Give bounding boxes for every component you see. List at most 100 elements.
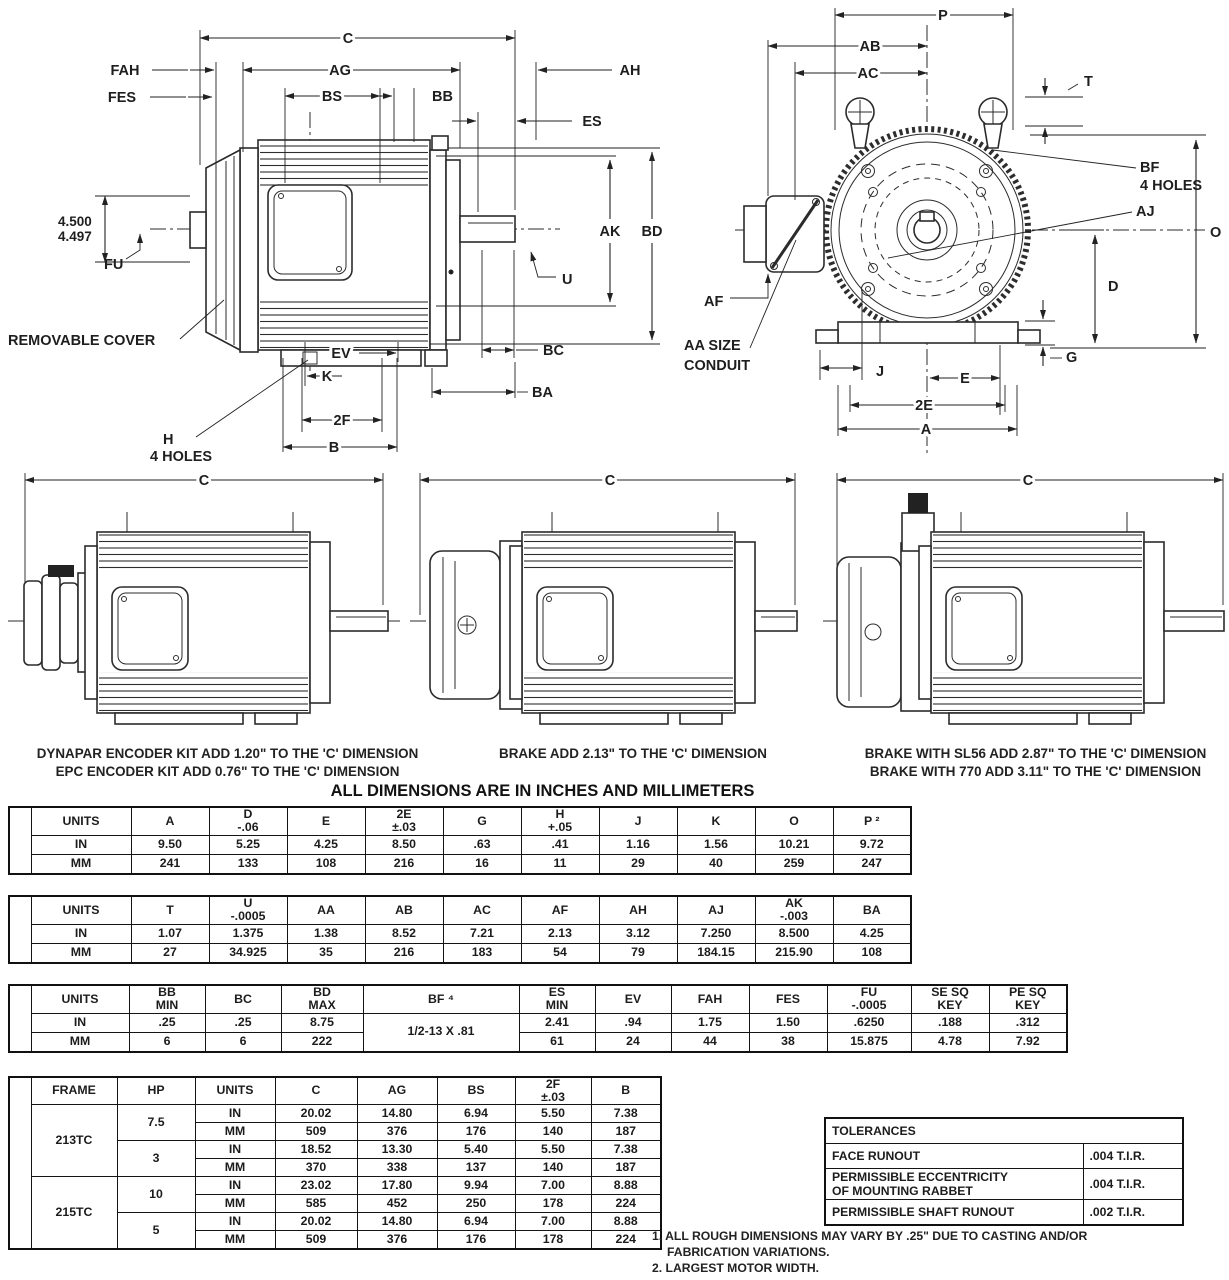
variant-brake-drawing: C	[410, 470, 798, 725]
table-header-cell: UNITS	[30, 895, 132, 925]
variant-brake-sl-drawing: C	[823, 470, 1227, 725]
table-header-cell: BA	[832, 895, 912, 925]
table-cell: 224	[590, 1193, 662, 1213]
table-cell: 23.02	[274, 1175, 358, 1195]
table-cell: 6	[204, 1031, 282, 1053]
dim-label-ag: AG	[329, 63, 351, 79]
front-view-dimensions	[730, 8, 1206, 436]
table-header-cell: AJ	[676, 895, 756, 925]
table-cell: 6.94	[436, 1103, 516, 1123]
table-cell: PERMISSIBLE ECCENTRICITY OF MOUNTING RAB…	[824, 1167, 1084, 1201]
table-cell: 376	[356, 1229, 438, 1250]
side-view-motor-body	[150, 112, 560, 372]
table-cell: 35	[286, 942, 366, 964]
dim-label-c: C	[343, 31, 354, 47]
table-header-cell: UNITS	[30, 984, 130, 1014]
table-header-cell	[8, 895, 32, 964]
front-view-drawing: P AB AC T BF 4 HOLES AJ O D G AF AA SIZE…	[684, 5, 1221, 455]
dim-label-c-brake-sl: C	[1023, 473, 1034, 489]
table-cell: 8.88	[590, 1211, 662, 1231]
table-header-cell: FES	[748, 984, 828, 1014]
dim-label-h: H	[163, 432, 173, 448]
table-header-cell: SE SQ KEY	[910, 984, 990, 1014]
table-cell: 3	[116, 1139, 196, 1177]
table-cell: 176	[436, 1229, 516, 1250]
table-cell: .94	[594, 1012, 672, 1033]
table-cell: 3.12	[598, 923, 678, 944]
brake-sl-caption: BRAKE WITH SL56 ADD 2.87" TO THE 'C' DIM…	[842, 745, 1229, 781]
table-cell: 6	[128, 1031, 206, 1053]
table-cell: 7.38	[590, 1139, 662, 1159]
table-cell: 7.21	[442, 923, 522, 944]
table-cell: .25	[204, 1012, 282, 1033]
table-cell: 5.40	[436, 1139, 516, 1159]
table-cell: IN	[30, 834, 132, 855]
table-cell: 1.07	[130, 923, 210, 944]
dim-label-bb: BB	[432, 89, 453, 105]
mounting-feet	[815, 321, 1041, 344]
table-header-cell: BS	[436, 1076, 516, 1105]
dim-label-2e: 2E	[915, 398, 933, 414]
table-cell: .188	[910, 1012, 990, 1033]
table-cell: 9.50	[130, 834, 210, 855]
table-cell: FACE RUNOUT	[824, 1143, 1084, 1169]
dim-label-b: B	[329, 440, 339, 456]
table-header-cell: J	[598, 806, 678, 836]
table-cell: 4.78	[910, 1031, 990, 1053]
table-cell: 7.00	[514, 1175, 592, 1195]
table-row: PERMISSIBLE SHAFT RUNOUT.002 T.I.R.	[824, 1199, 1184, 1226]
table-cell: MM	[194, 1121, 276, 1141]
table-cell: 1.16	[598, 834, 678, 855]
table-cell: 79	[598, 942, 678, 964]
dim-label-bf-holes: 4 HOLES	[1140, 178, 1202, 194]
table-header-cell: AB	[364, 895, 444, 925]
table-cell: 8.500	[754, 923, 834, 944]
table-cell: 8.52	[364, 923, 444, 944]
dim-label-aj: AJ	[1136, 204, 1155, 220]
table-header-cell: C	[274, 1076, 358, 1105]
encoder-caption-line1: DYNAPAR ENCODER KIT ADD 1.20" TO THE 'C'…	[36, 746, 419, 761]
notes: 1. ALL ROUGH DIMENSIONS MAY VARY BY .25"…	[652, 1228, 1227, 1276]
table-cell: 108	[832, 942, 912, 964]
table-cell: 29	[598, 853, 678, 875]
dim-label-d: D	[1108, 279, 1118, 295]
table-cell: 187	[590, 1157, 662, 1177]
table-header-cell: BB MIN	[128, 984, 206, 1014]
table-header-cell: PE SQ KEY	[988, 984, 1068, 1014]
dim-label-bs: BS	[322, 89, 342, 105]
table-cell: 183	[442, 942, 522, 964]
table-header-cell: O	[754, 806, 834, 836]
table-cell: 5	[116, 1211, 196, 1250]
table-header-cell: P ²	[832, 806, 912, 836]
table-cell: 34.925	[208, 942, 288, 964]
table-cell: 61	[518, 1031, 596, 1053]
table-cell: .004 T.I.R.	[1082, 1167, 1184, 1201]
table-cell: 224	[590, 1229, 662, 1250]
dim-label-k: K	[322, 369, 333, 385]
table-cell: 1.75	[670, 1012, 750, 1033]
label-aa-size: AA SIZE	[684, 338, 741, 354]
brake-caption: BRAKE ADD 2.13" TO THE 'C' DIMENSION	[458, 745, 808, 763]
dim-label-ah: AH	[620, 63, 641, 79]
table-cell: 176	[436, 1121, 516, 1141]
table-header-cell: 2F ±.03	[514, 1076, 592, 1105]
dim-label-af: AF	[704, 294, 723, 310]
table-cell: 8.75	[280, 1012, 364, 1033]
dim-label-c-brake: C	[605, 473, 616, 489]
table-header-cell: HP	[116, 1076, 196, 1105]
table-header-cell: AH	[598, 895, 678, 925]
table-cell: MM	[194, 1157, 276, 1177]
note-1-line2: FABRICATION VARIATIONS.	[667, 1245, 830, 1259]
table-header-cell: T	[130, 895, 210, 925]
table-header-cell	[8, 1076, 32, 1250]
dim-label-u: U	[562, 272, 572, 288]
table-cell: 14.80	[356, 1211, 438, 1231]
table-row: TOLERANCES	[824, 1117, 1184, 1144]
